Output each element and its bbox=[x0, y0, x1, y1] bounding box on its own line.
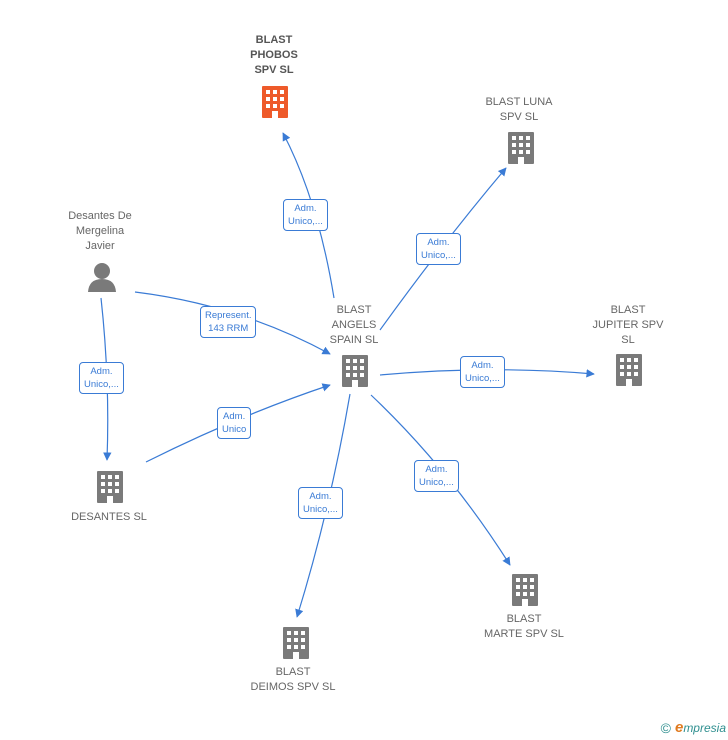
person-icon[interactable] bbox=[88, 263, 116, 292]
edge-label-angels-jupiter[interactable]: Adm. Unico,... bbox=[460, 356, 505, 388]
node-label-luna[interactable]: BLAST LUNA SPV SL bbox=[485, 96, 553, 123]
building-icon[interactable] bbox=[283, 627, 309, 659]
building-icon[interactable] bbox=[508, 132, 534, 164]
brand-footer: © empresia bbox=[661, 719, 726, 736]
brand-logo: empresia bbox=[674, 719, 726, 736]
node-label-deimos[interactable]: BLAST DEIMOS SPV SL bbox=[250, 666, 336, 693]
building-icon[interactable] bbox=[512, 574, 538, 606]
edge-label-desantes-angels[interactable]: Adm. Unico bbox=[217, 407, 252, 439]
node-label-phobos[interactable]: BLAST PHOBOS SPV SL bbox=[250, 34, 298, 76]
node-label-person[interactable]: Desantes De Mergelina Javier bbox=[68, 210, 132, 252]
building-icon[interactable] bbox=[262, 86, 288, 118]
edge-label-angels-marte[interactable]: Adm. Unico,... bbox=[414, 460, 459, 492]
node-label-jupiter[interactable]: BLAST JUPITER SPV SL bbox=[592, 304, 664, 346]
building-icon[interactable] bbox=[97, 471, 123, 503]
edge-label-angels-deimos[interactable]: Adm. Unico,... bbox=[298, 487, 343, 519]
copyright-icon: © bbox=[660, 719, 671, 736]
node-label-marte[interactable]: BLAST MARTE SPV SL bbox=[484, 613, 564, 640]
edge-label-angels-phobos[interactable]: Adm. Unico,... bbox=[283, 199, 328, 231]
building-icon[interactable] bbox=[342, 355, 368, 387]
edge-label-person-angels[interactable]: Represent. 143 RRM bbox=[200, 306, 257, 338]
building-icon[interactable] bbox=[616, 354, 642, 386]
edge-label-person-desantes[interactable]: Adm. Unico,... bbox=[79, 362, 124, 394]
edge-label-angels-luna[interactable]: Adm. Unico,... bbox=[416, 233, 461, 265]
node-label-angels[interactable]: BLAST ANGELS SPAIN SL bbox=[329, 304, 379, 346]
node-label-desantes[interactable]: DESANTES SL bbox=[71, 511, 147, 523]
